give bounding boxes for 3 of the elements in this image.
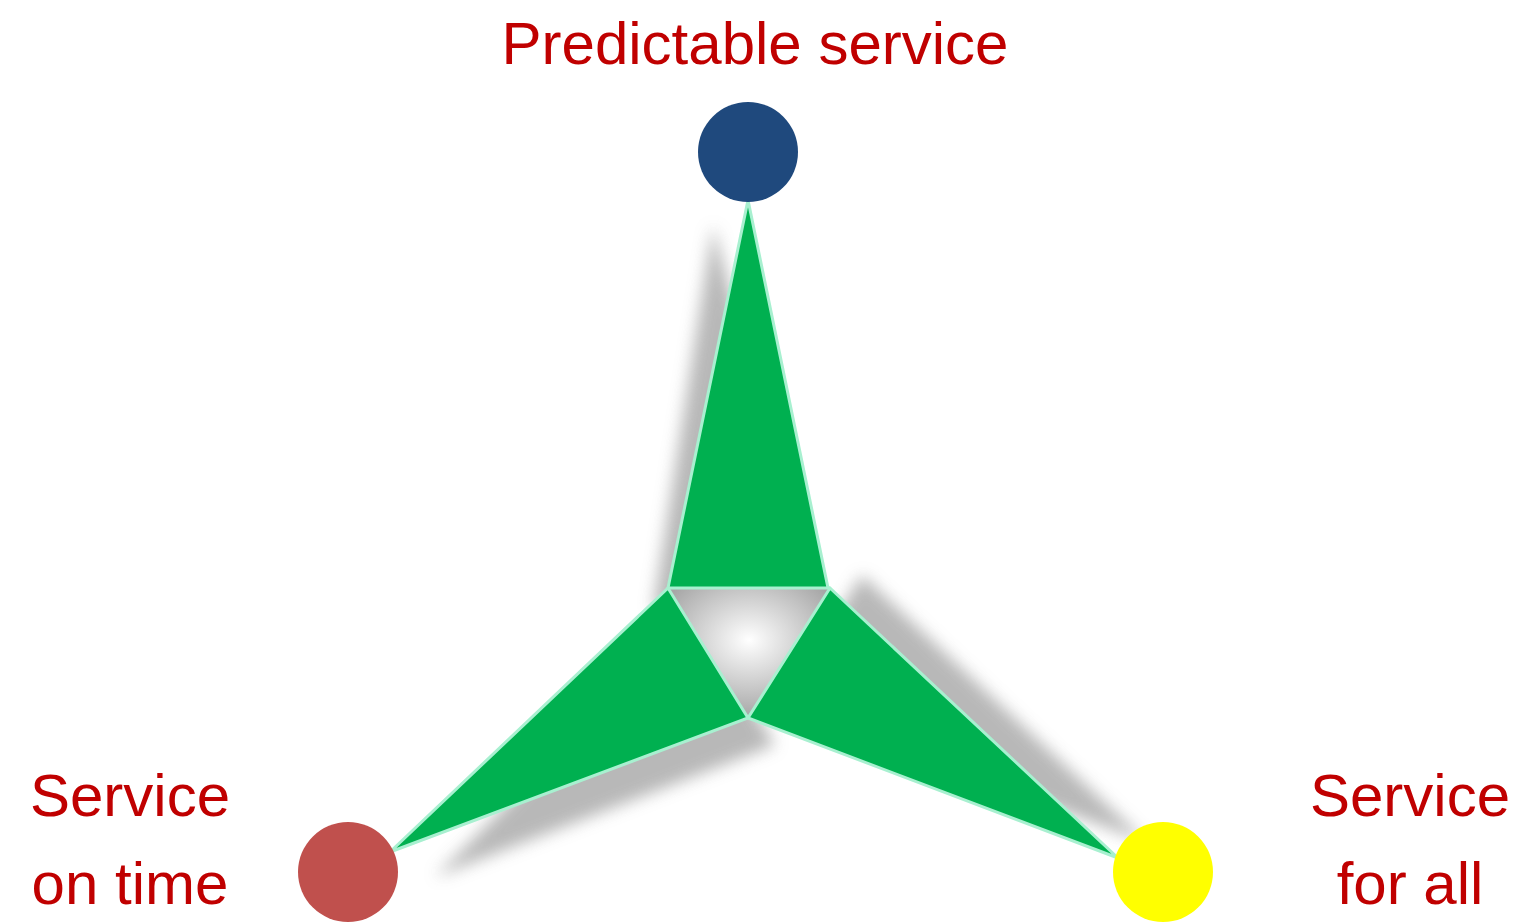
node-caption: Service on time	[28, 761, 232, 919]
node-caption: Service for all	[1308, 761, 1512, 919]
node-caption: Predictable service	[500, 9, 1010, 79]
